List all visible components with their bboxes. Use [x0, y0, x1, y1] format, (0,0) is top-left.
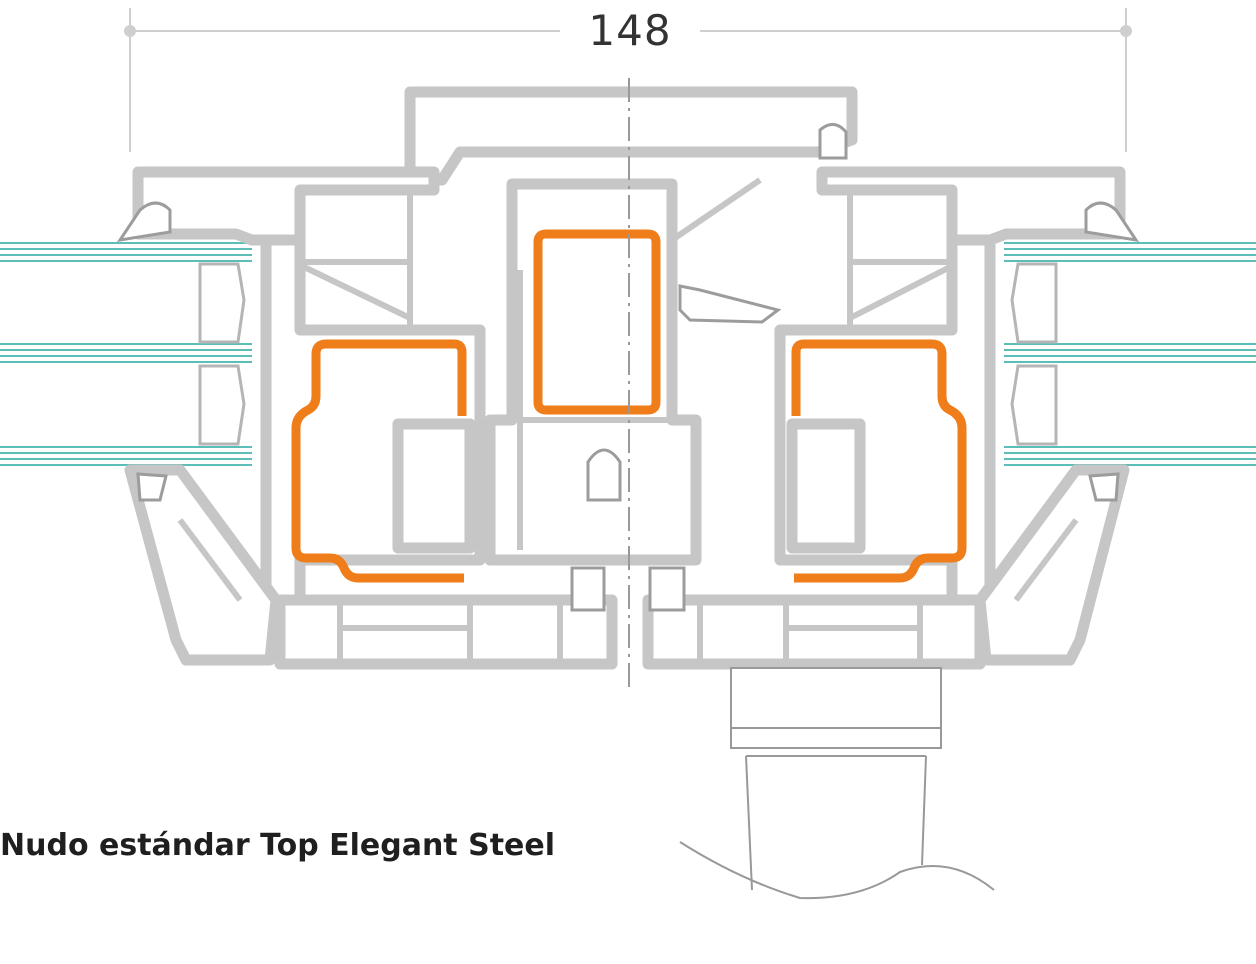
glass-spacers — [198, 262, 1058, 446]
right-bead — [974, 464, 1130, 666]
glass-right — [1004, 242, 1256, 466]
gaskets — [116, 123, 1140, 612]
pvc-profiles — [124, 86, 1130, 670]
profile-walls — [177, 177, 1079, 664]
drawing-caption: Nudo estándar Top Elegant Steel — [0, 828, 556, 863]
right-inner-chamber — [786, 418, 866, 554]
dimension-label: 148 — [560, 6, 700, 55]
mullion-base — [730, 667, 942, 891]
steel-reinforcements — [291, 229, 967, 583]
steel-left — [291, 339, 467, 583]
glass-panes — [0, 242, 1256, 466]
left-frame-bottom — [274, 594, 618, 670]
left-sash-top — [132, 166, 440, 246]
top-mullion-cap — [404, 86, 858, 186]
dimension-line — [124, 8, 1132, 152]
steel-right — [791, 339, 967, 583]
steel-center — [533, 229, 661, 415]
right-sash-top — [816, 166, 1126, 246]
right-frame-bottom — [642, 594, 986, 670]
left-bead — [124, 464, 282, 666]
glass-left — [0, 242, 252, 466]
break-line — [679, 841, 995, 900]
left-inner-chamber — [392, 418, 476, 554]
